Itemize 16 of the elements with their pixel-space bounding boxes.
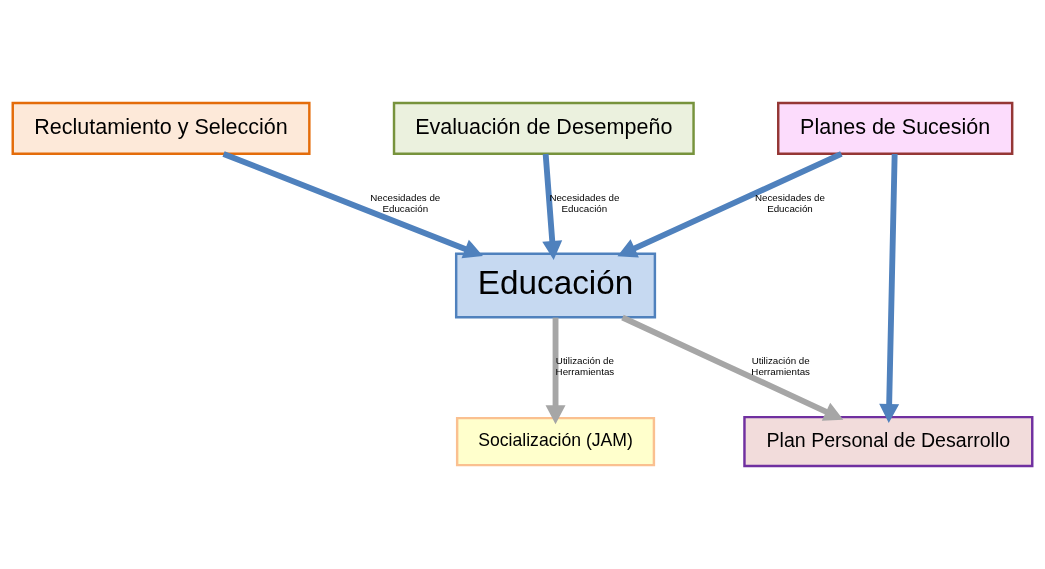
arrow [621,314,844,421]
edge-label: Necesidades de Educación [754,191,826,214]
node-box: Reclutamiento y Selección [11,101,311,156]
arrow [879,153,900,424]
edge-label: Utilización de Herramientas [555,355,615,378]
node-box: Evaluación de Desempeño [392,101,695,156]
arrow [617,151,843,258]
node-box: Socialización (JAM) [455,416,656,467]
arrow [545,317,566,425]
edge-label: Necesidades de Educación [370,191,441,214]
arrow [542,153,563,260]
node-box: Educación [454,252,657,319]
node-box: Planes de Sucesión [777,101,1014,156]
arrow [222,151,483,259]
node-box: Plan Personal de Desarrollo [743,415,1034,468]
edge-label: Utilización de Herramientas [751,355,810,378]
